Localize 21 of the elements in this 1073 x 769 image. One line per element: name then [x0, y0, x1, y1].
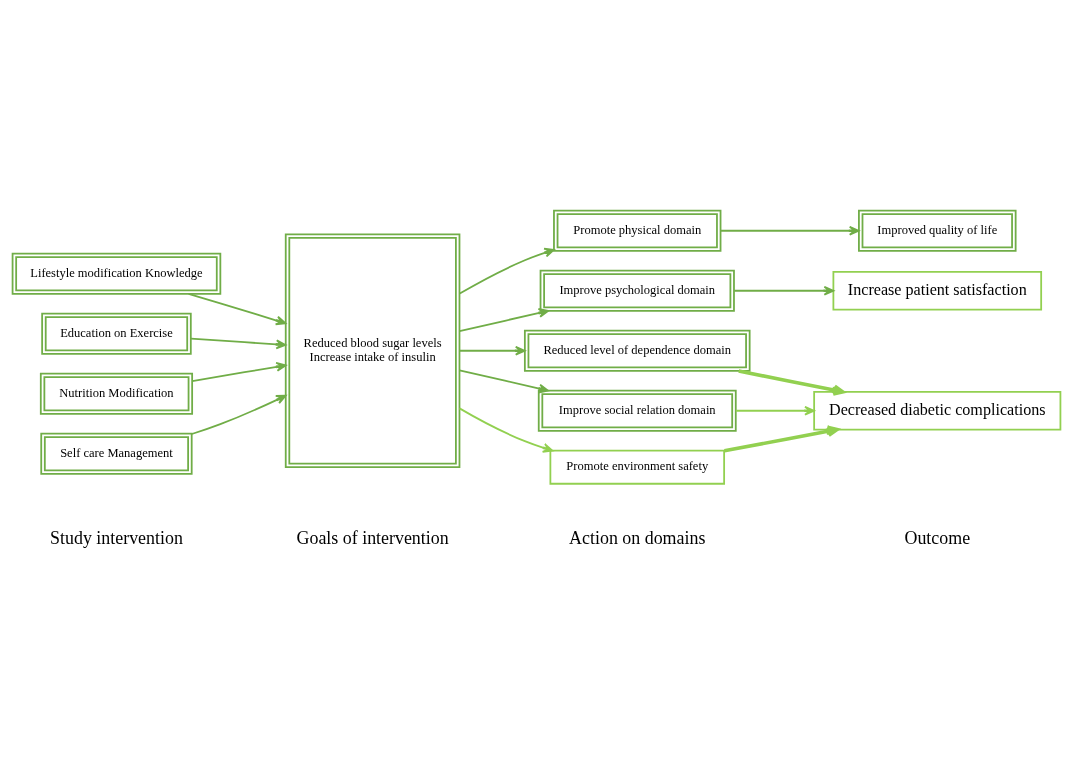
arrow	[734, 405, 815, 416]
arrow	[458, 307, 549, 332]
label: Action on domains	[569, 527, 706, 548]
arrow	[724, 424, 839, 453]
node-box: Increase patient satisfaction	[832, 270, 1043, 310]
label: Outcome	[904, 527, 971, 548]
label: Study intervention	[50, 527, 183, 548]
arrow	[458, 407, 554, 453]
node-box: Promote environment safety	[549, 449, 726, 485]
node-box: Decreased diabetic complications	[813, 390, 1062, 430]
arrow	[733, 285, 835, 296]
arrow	[458, 369, 549, 393]
label: Goals of intervention	[296, 527, 449, 548]
arrow	[738, 368, 845, 396]
arrow	[458, 247, 555, 294]
arrow	[719, 225, 860, 236]
arrow	[190, 337, 287, 349]
arrow	[191, 361, 287, 382]
node-box: Reduced blood sugar levels Increase intake of insulin	[284, 232, 461, 468]
arrow	[458, 345, 526, 356]
arrow	[187, 292, 287, 325]
